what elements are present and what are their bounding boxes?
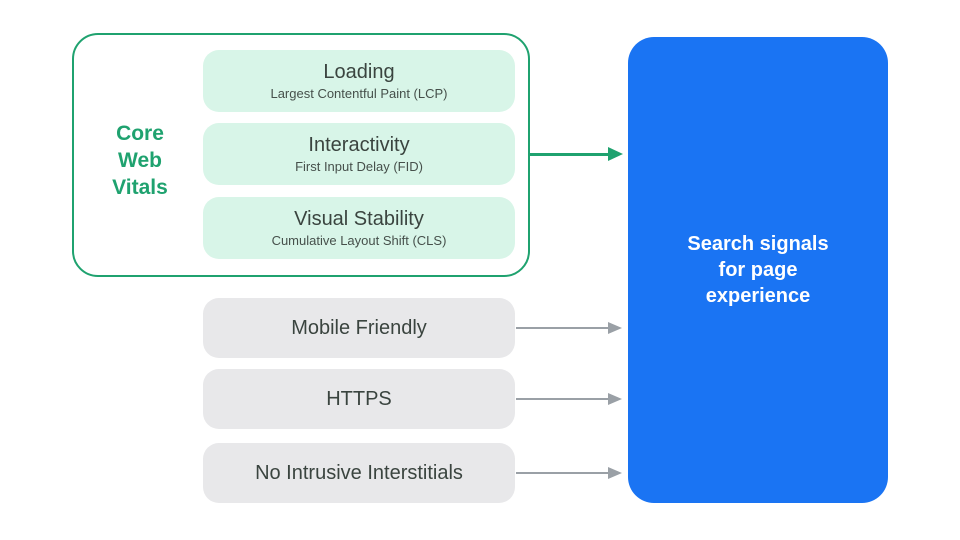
https-arrow-head-icon [608, 393, 622, 405]
search-signals-line-2: for page [718, 259, 798, 281]
metric-loading: Loading Largest Contentful Paint (LCP) [203, 50, 515, 112]
metric-interactivity-title: Interactivity [308, 134, 410, 156]
metric-visual-stability-subtitle: Cumulative Layout Shift (CLS) [271, 233, 447, 248]
core-web-vitals-label-line-1: Core [116, 122, 164, 145]
https-arrow-line [516, 398, 610, 400]
search-signals-line-3: experience [705, 285, 811, 307]
signal-https: HTTPS [203, 369, 515, 429]
metric-loading-title: Loading [323, 61, 395, 83]
search-signals-line-1: Search signals [687, 233, 829, 255]
signal-no-intrusive-interstitials-label: No Intrusive Interstitials [255, 461, 463, 484]
interstitials-arrow-head-icon [608, 467, 622, 479]
core-web-vitals-arrow-line [530, 153, 610, 156]
metric-loading-subtitle: Largest Contentful Paint (LCP) [270, 86, 448, 101]
signal-mobile-friendly: Mobile Friendly [203, 298, 515, 358]
signal-no-intrusive-interstitials: No Intrusive Interstitials [203, 443, 515, 503]
core-web-vitals-label-line-3: Vitals [112, 176, 168, 199]
interstitials-arrow-line [516, 472, 610, 474]
search-signals-text: Search signals for page experience [687, 231, 828, 309]
signal-https-label: HTTPS [326, 387, 392, 410]
core-web-vitals-label: Core Web Vitals [88, 120, 192, 201]
metric-visual-stability-title: Visual Stability [294, 208, 424, 230]
search-signals-box: Search signals for page experience [628, 37, 888, 503]
mobile-friendly-arrow-head-icon [608, 322, 622, 334]
core-web-vitals-arrow-head-icon [608, 147, 623, 161]
metric-interactivity: Interactivity First Input Delay (FID) [203, 123, 515, 185]
core-web-vitals-label-line-2: Web [118, 149, 162, 172]
metric-interactivity-subtitle: First Input Delay (FID) [295, 159, 423, 174]
mobile-friendly-arrow-line [516, 327, 610, 329]
metric-visual-stability: Visual Stability Cumulative Layout Shift… [203, 197, 515, 259]
signal-mobile-friendly-label: Mobile Friendly [291, 316, 427, 339]
